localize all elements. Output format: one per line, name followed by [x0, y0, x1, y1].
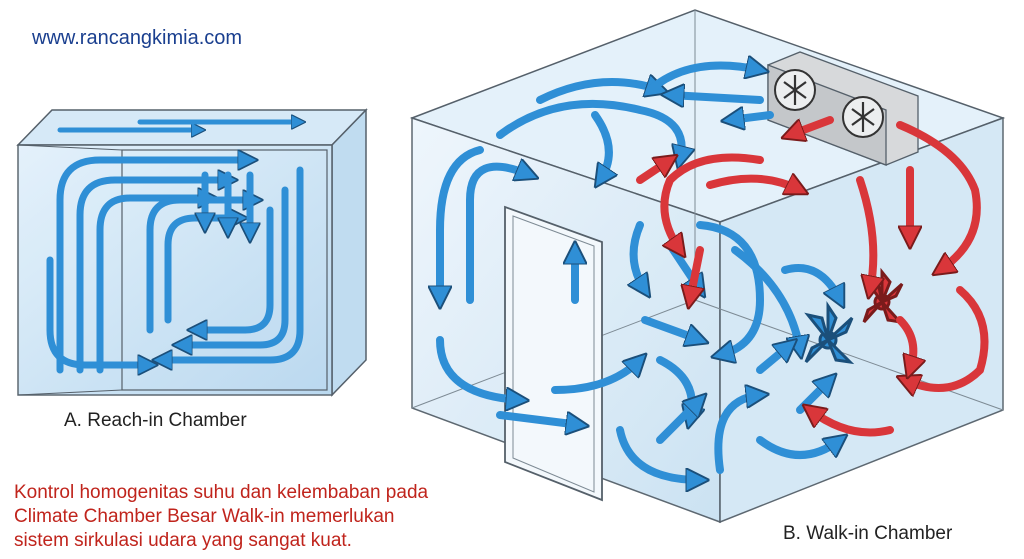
note-line: sistem sirkulasi udara yang sangat kuat.	[14, 530, 352, 551]
description-note: Kontrol homogenitas suhu dan kelembaban …	[14, 481, 534, 553]
reach-in-side-face	[331, 108, 367, 397]
walk-in-caption: B. Walk-in Chamber	[783, 523, 953, 544]
circulation-fan-icon	[804, 301, 855, 365]
ceiling-cooling-unit	[767, 51, 919, 166]
walk-in-door	[504, 205, 603, 502]
walk-in-chamber	[409, 9, 1006, 524]
reach-in-door-frame	[121, 149, 328, 391]
reach-in-caption: A. Reach-in Chamber	[64, 410, 247, 431]
reach-in-airflow-arrows	[46, 122, 300, 370]
note-line: Kontrol homogenitas suhu dan kelembaban …	[14, 482, 429, 503]
walk-in-warm-airflow	[636, 116, 989, 437]
note-line: Climate Chamber Besar Walk-in memerlukan	[14, 506, 395, 527]
reach-in-chamber	[16, 108, 368, 397]
website-url: www.rancangkimia.com	[32, 27, 243, 49]
